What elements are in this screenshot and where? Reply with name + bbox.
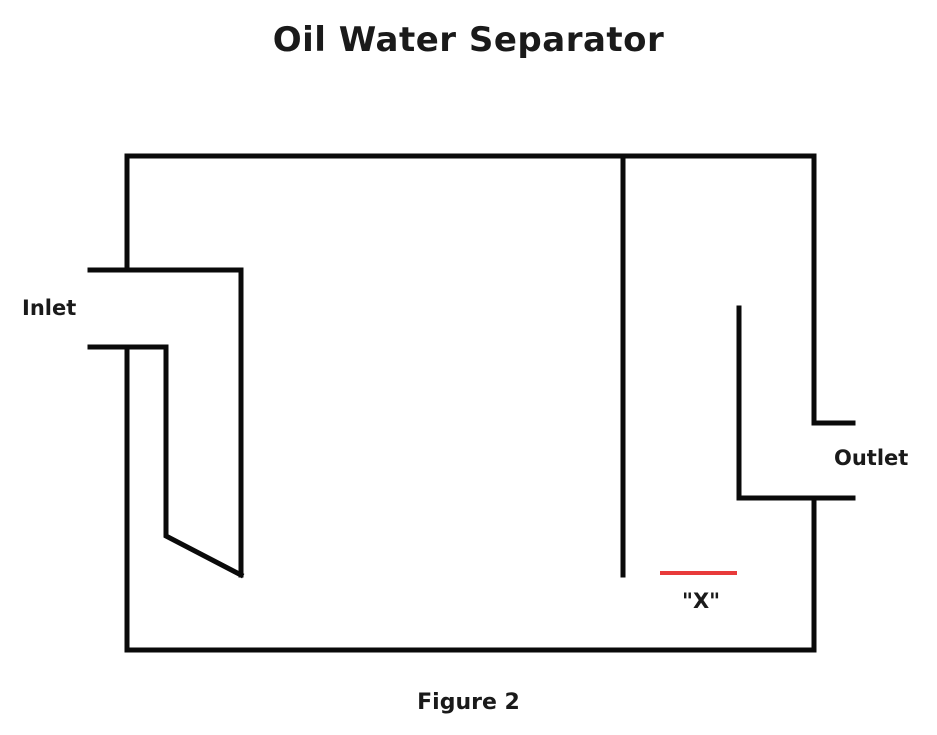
- inlet-pipe-lower: [87, 344, 245, 579]
- outlet-pipe-lower: [736, 305, 856, 501]
- x-marker-label: "X": [682, 589, 720, 613]
- inlet-label: Inlet: [22, 296, 76, 320]
- diagram-title: Oil Water Separator: [272, 20, 665, 60]
- tank-wall-top: [124, 153, 817, 424]
- tank-wall-bottom: [124, 345, 817, 653]
- figure-caption: Figure 2: [417, 690, 520, 715]
- outlet-label: Outlet: [834, 446, 908, 470]
- inlet-pipe-upper: [87, 267, 244, 578]
